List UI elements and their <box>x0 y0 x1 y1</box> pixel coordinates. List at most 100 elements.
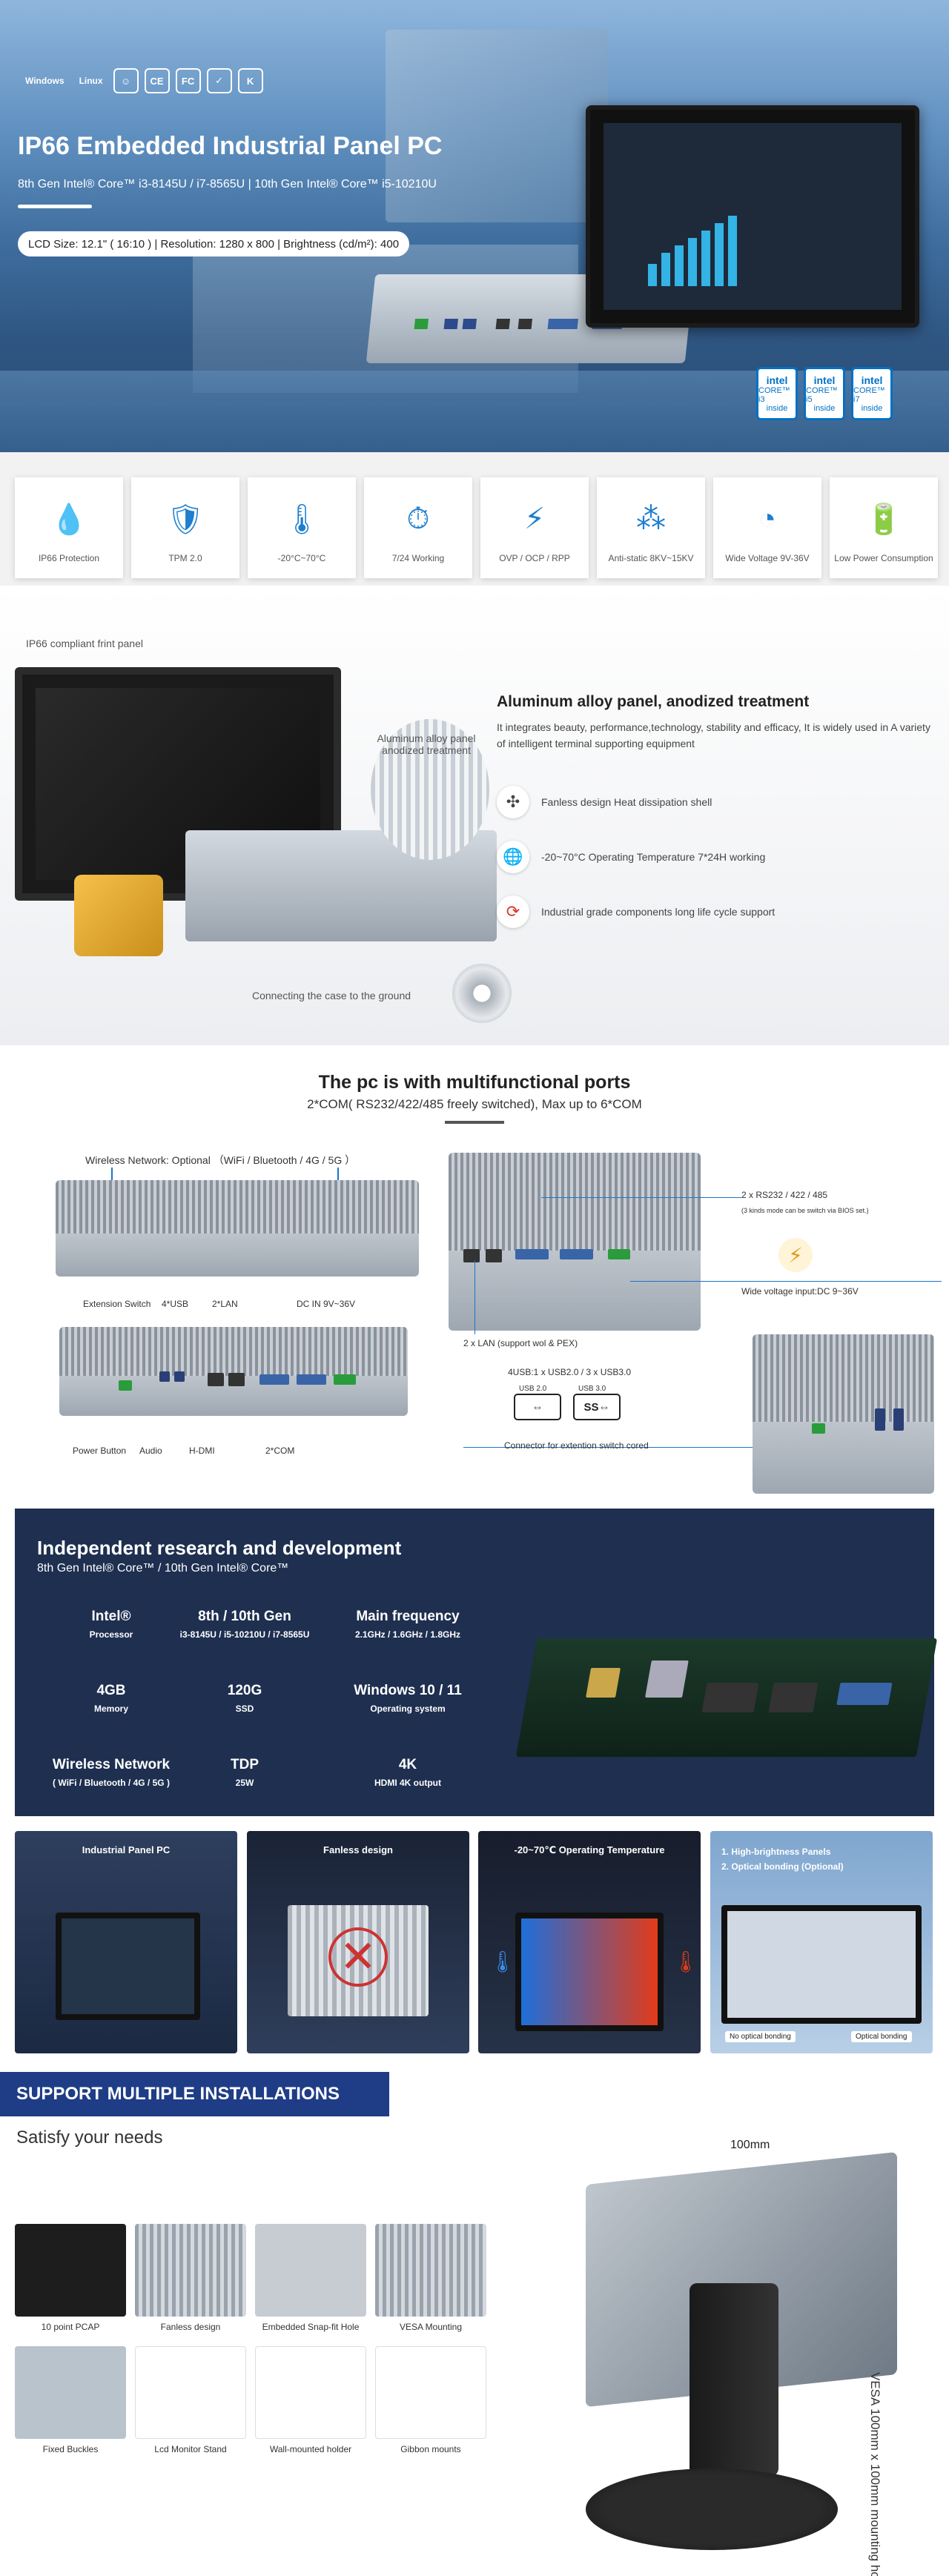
page-title: IP66 Embedded Industrial Panel PC <box>18 132 443 160</box>
temperature-icon: 🌐 <box>497 841 529 873</box>
ports-title: The pc is with multifunctional ports <box>318 1072 631 1093</box>
alu-point-temperature: 🌐-20~70°C Operating Temperature 7*24H wo… <box>497 841 765 873</box>
water-drop-icon: 💧 <box>50 503 87 536</box>
static-dots-icon: ⁂ <box>636 503 666 535</box>
no-fan-icon: ✕ <box>328 1927 388 1987</box>
label-hdmi: H-DMI <box>189 1446 215 1456</box>
linux-logo: Linux <box>79 76 103 86</box>
stand-base <box>586 2469 838 2550</box>
factory-background <box>386 30 608 222</box>
feature-wide-voltage: ◔Wide Voltage 9V-36V <box>713 477 821 578</box>
label-dc-in: DC IN 9V~36V <box>297 1299 356 1309</box>
thumb-snap-fit <box>255 2224 366 2317</box>
switch-port <box>812 1423 825 1434</box>
pc-top-view <box>56 1180 419 1277</box>
fc-logo: FC <box>175 68 201 93</box>
certification-icon: ☺ <box>113 68 139 93</box>
com-port <box>259 1374 289 1385</box>
usb3-label: USB 3.0 <box>578 1385 606 1393</box>
card-brightness: 1. High-brightness Panels 2. Optical bon… <box>710 1831 933 2053</box>
callout-line <box>474 1260 475 1334</box>
usb2-label: USB 2.0 <box>519 1385 547 1393</box>
feature-temperature: 🌡-20°C~70°C <box>248 477 356 578</box>
card-industrial-pc: Industrial Panel PC <box>15 1831 237 2053</box>
lan-label: 2 x LAN (support wol & PEX) <box>463 1338 578 1348</box>
wireless-label: Wireless Network: Optional （WiFi / Bluet… <box>85 1154 356 1166</box>
thumb-wall-holder <box>255 2346 366 2439</box>
usb-port <box>443 319 458 329</box>
dc-port <box>334 1374 356 1385</box>
label-pcap: 10 point PCAP <box>41 2322 100 2332</box>
hot-thermometer-icon: 🌡 <box>672 1950 699 1973</box>
feature-anti-static: ⁂Anti-static 8KV~15KV <box>597 477 705 578</box>
installations-subtitle: Satisfy your needs <box>16 2128 163 2148</box>
com-port <box>297 1374 326 1385</box>
card-monitor <box>56 1913 200 2020</box>
card-fanless: Fanless design ✕ <box>247 1831 469 2053</box>
feature-ip66: 💧IP66 Protection <box>15 477 123 578</box>
usb-port <box>462 319 477 329</box>
clock-cycle-icon: ⏱ <box>406 502 430 535</box>
no-optical-tag: No optical bonding <box>725 2031 796 2042</box>
label-extension-switch: Extension Switch <box>83 1299 151 1309</box>
ports-underline <box>445 1121 504 1124</box>
thumb-stand <box>135 2346 246 2439</box>
panel-pc-display <box>586 105 919 328</box>
dc-port <box>608 1249 630 1259</box>
lan-port <box>228 1373 245 1386</box>
gauge-icon: ◔ <box>758 502 777 535</box>
label-fanless: Fanless design <box>160 2322 221 2332</box>
card-monitor <box>515 1913 664 2031</box>
label-audio: Audio <box>139 1446 162 1456</box>
shield-lock-icon: 🛡 <box>166 503 205 536</box>
alu-point-components: ⟳Industrial grade components long life c… <box>497 895 775 928</box>
research-section: Independent research and development 8th… <box>15 1509 938 1816</box>
rs-label: 2 x RS232 / 422 / 485 <box>741 1190 828 1200</box>
screen-bar-chart <box>648 212 796 286</box>
installations-title: SUPPORT MULTIPLE INSTALLATIONS <box>0 2072 389 2116</box>
aluminum-section: IP66 compliant frint panel Aluminum allo… <box>0 586 949 1045</box>
shield-bolt-icon: ⚡ <box>523 503 546 535</box>
com-port <box>515 1249 549 1259</box>
motherboard-image <box>515 1638 938 1757</box>
certification-row: Windows Linux ☺ CE FC ✓ K <box>21 68 263 93</box>
label-power-button: Power Button <box>73 1446 127 1456</box>
heatsink-closeup <box>371 719 489 860</box>
lan-port <box>208 1373 224 1386</box>
callout-line <box>111 1168 113 1182</box>
card-temperature: -20~70℃ Operating Temperature 🌡 🌡 <box>478 1831 701 2053</box>
lan-port <box>495 319 510 329</box>
k-logo: K <box>237 68 263 93</box>
rd-title: Independent research and development <box>37 1537 402 1559</box>
rs-note: (3 kinds mode can be switch via BIOS set… <box>741 1207 869 1214</box>
vesa-label: VESA 100mm x 100mm mounting holes <box>868 2372 882 2576</box>
aluminum-description: It integrates beauty, performance,techno… <box>497 721 930 749</box>
dc-port <box>414 319 429 329</box>
feature-low-power: 🔋Low Power Consumption <box>830 477 938 578</box>
optical-tag: Optical bonding <box>851 2031 912 2042</box>
ground-label: Connecting the case to the ground <box>252 990 411 1001</box>
pc-rear-closeup <box>449 1153 701 1331</box>
ground-screw-image <box>452 964 512 1023</box>
thumb-buckles <box>15 2346 126 2439</box>
label-4usb: 4*USB <box>162 1299 189 1309</box>
feature-tpm: 🛡TPM 2.0 <box>131 477 239 578</box>
alu-panel-label: Aluminum alloy panel anodized treatment <box>377 732 476 756</box>
com-port <box>560 1249 593 1259</box>
rohs-icon: ✓ <box>206 68 232 93</box>
aluminum-title: Aluminum alloy panel, anodized treatment <box>497 693 810 710</box>
rd-wireless: Wireless Network( WiFi / Bluetooth / 4G … <box>52 1757 171 1788</box>
voltage-bolt-icon: ⚡ <box>778 1238 813 1272</box>
title-underline <box>18 205 92 208</box>
callout-line <box>541 1197 741 1198</box>
